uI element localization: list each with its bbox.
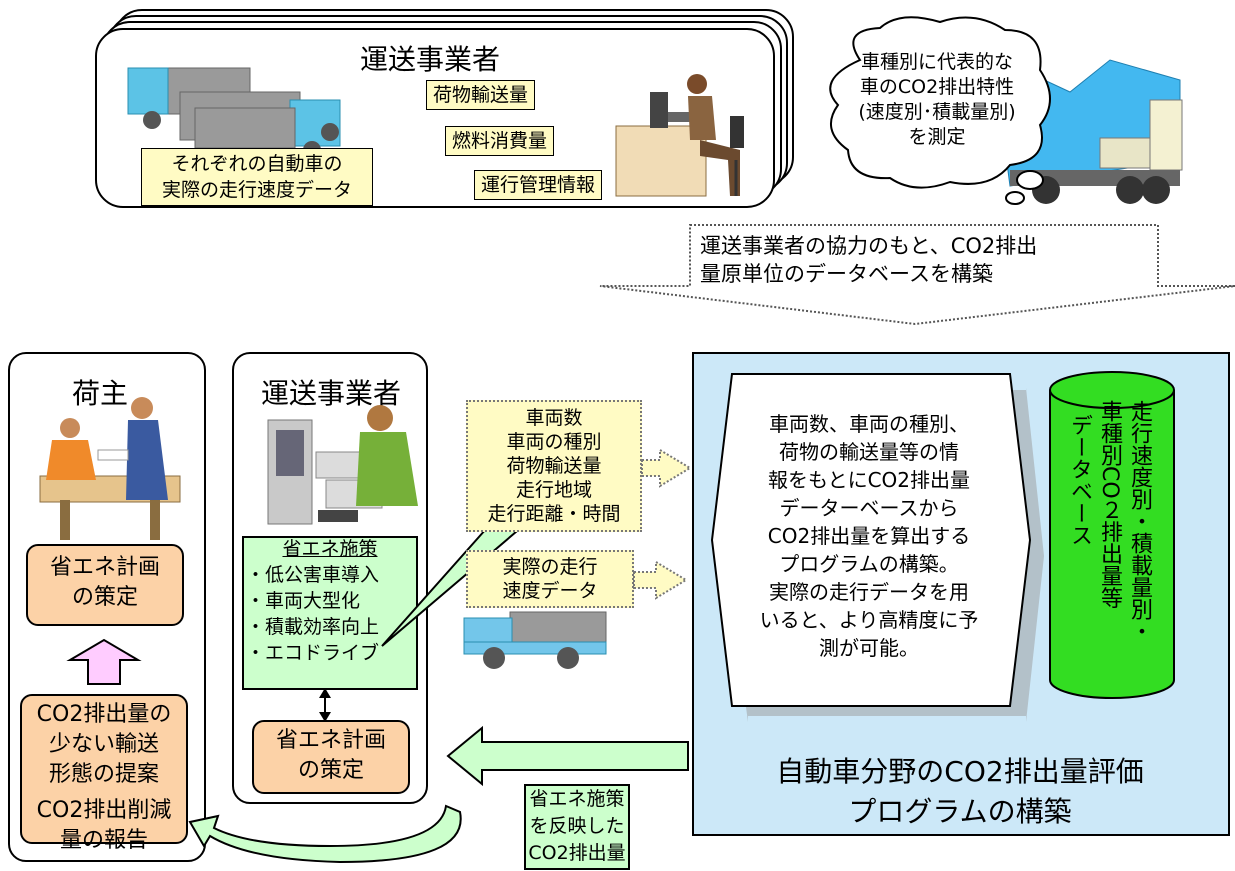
tag-fuel-consumption: 燃料消費量 xyxy=(445,126,555,156)
program-footer: 自動車分野のCO2排出量評価 プログラムの構築 xyxy=(776,755,1144,828)
tag-operation-info: 運行管理情報 xyxy=(474,170,603,200)
dotted-callout-text: 運送事業者の協力のもと、CO2排出 量原単位のデータベースを構築 xyxy=(700,234,1038,286)
carrier-title: 運送事業者 xyxy=(260,377,401,410)
measures-box: 省エネ施策 ・低公害車導入 ・車両大型化 ・積載効率向上 ・エコドライブ xyxy=(242,536,418,690)
measures-title: 省エネ施策 xyxy=(282,538,378,560)
top-panel-title: 運送事業者 xyxy=(359,43,500,76)
database-label-col3: データベース xyxy=(1067,414,1092,546)
database-label-col1: 走行速度別・積載量別・ xyxy=(1127,400,1152,642)
carrier-plan-box: 省エネ計画 の策定 xyxy=(252,720,410,794)
inputs-note: 車両数 車両の種別 荷物輸送量 走行地域 走行距離・時間 xyxy=(466,400,642,532)
tag-cargo-volume: 荷物輸送量 xyxy=(426,80,536,110)
speed-note: 実際の走行 速度データ xyxy=(466,550,634,608)
program-description: 車両数、車両の種別、 荷物の輸送量等の情 報をもとにCO2排出量 データーベース… xyxy=(759,412,979,660)
shipper-plan-box: 省エネ計画 の策定 xyxy=(26,544,184,626)
result-note: 省エネ施策 を反映した CO2排出量 xyxy=(524,784,630,870)
shipper-title: 荷主 xyxy=(71,377,128,410)
database-label-col2: 車種別CO２排出量等 xyxy=(1097,400,1122,609)
vehicle-speed-note: それぞれの自動車の 実際の走行速度データ xyxy=(141,148,373,206)
shipper-proposal-box: CO2排出量の 少ない輸送 形態の提案 CO2排出削減 量の報告 xyxy=(20,694,188,853)
cloud-text: 車種別に代表的な 車のCO2排出特性 (速度別･積載量別) を測定 xyxy=(858,51,1016,148)
